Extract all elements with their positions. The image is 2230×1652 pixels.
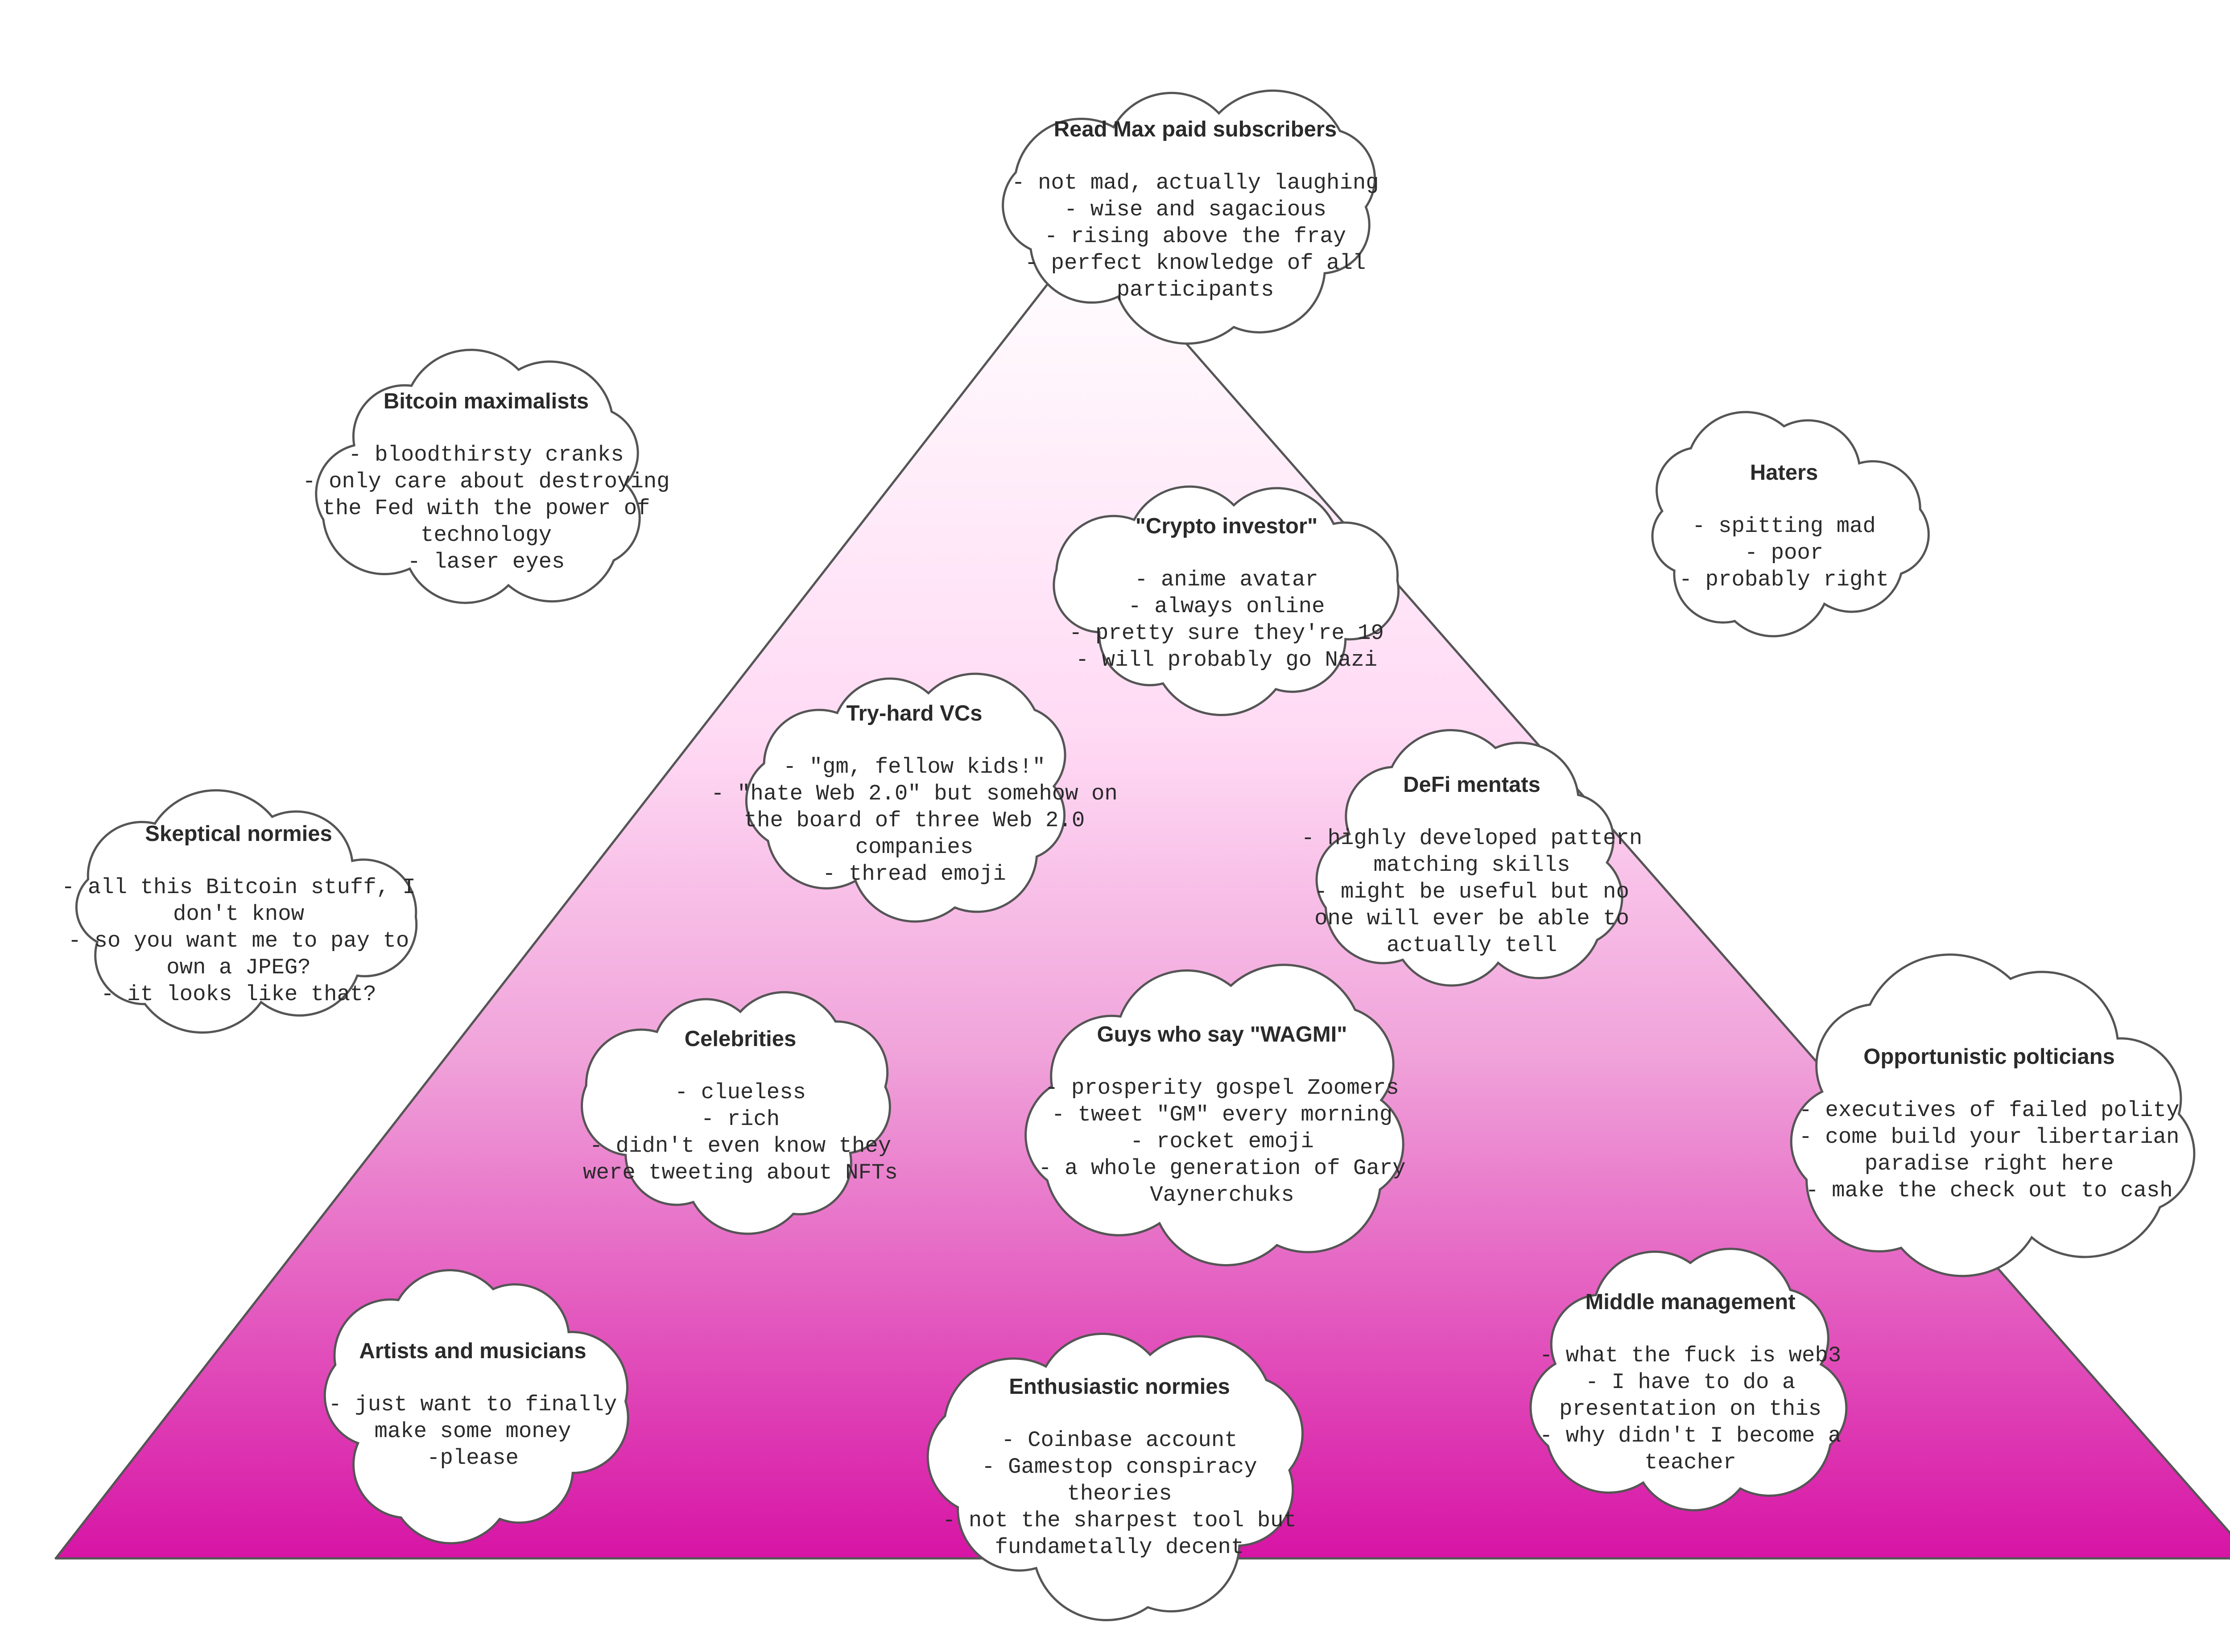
cloud-read-max xyxy=(1002,89,1376,345)
cloud-title: DeFi mentats xyxy=(1403,773,1540,797)
cloud-line: - rocket emoji xyxy=(1130,1129,1314,1154)
cloud-label-middle-management: Middle management - what the fuck is web3… xyxy=(1521,1289,1860,1476)
cloud-bitcoin-maximalists xyxy=(315,349,641,604)
cloud-label-bitcoin-maximalists: Bitcoin maximalists - bloodthirsty cranks… xyxy=(294,388,678,575)
cloud-opportunistic-politicians xyxy=(1790,953,2196,1277)
cloud-line: - didn't even know they were tweeting ab… xyxy=(583,1133,898,1185)
cloud-line: - not mad, actually laughing xyxy=(1012,170,1379,195)
cloud-line: - Gamestop conspiracy theories xyxy=(982,1454,1257,1506)
cloud-line: - anime avatar xyxy=(1135,567,1318,592)
cloud-line: - perfect knowledge of all participants xyxy=(1024,251,1366,302)
cloud-line: - all this Bitcoin stuff, I don't know xyxy=(62,875,416,927)
cloud-line: - why didn't I become a teacher xyxy=(1539,1423,1842,1475)
cloud-line: - rich xyxy=(701,1107,780,1132)
cloud-title: Skeptical normies xyxy=(145,822,332,846)
cloud-skeptical-normies xyxy=(75,789,418,1034)
cloud-line: - bloodthirsty cranks xyxy=(348,442,624,467)
cloud-line: - might be useful but no one will ever b… xyxy=(1314,879,1629,958)
cloud-line: - so you want me to pay to own a JPEG? xyxy=(68,928,409,980)
cloud-title: Celebrities xyxy=(684,1027,797,1051)
cloud-line: - probably right xyxy=(1679,567,1889,592)
cloud-label-haters: Haters - spitting mad- poor- probably rig… xyxy=(1646,459,1922,593)
cloud-crypto-investor xyxy=(1053,485,1400,717)
cloud-title: Guys who say "WAGMI" xyxy=(1097,1022,1347,1046)
cloud-label-try-hard-vcs: Try-hard VCs - "gm, fellow kids!"- "hate … xyxy=(700,700,1128,887)
cloud-title: "Crypto investor" xyxy=(1135,514,1318,538)
cloud-try-hard-vcs xyxy=(745,672,1066,923)
cloud-label-guys-wagmi: Guys who say "WAGMI" - prosperity gospel … xyxy=(1021,1021,1423,1208)
cloud-middle-management xyxy=(1529,1248,1848,1512)
cloud-haters xyxy=(1651,411,1930,638)
cloud-guys-wagmi xyxy=(1024,964,1404,1267)
cloud-line: - clueless xyxy=(674,1080,806,1105)
cloud-title: Read Max paid subscribers xyxy=(1053,117,1337,141)
cloud-line: - make the check out to cash xyxy=(1805,1178,2173,1203)
cloud-line: - highly developed pattern matching skil… xyxy=(1301,826,1643,877)
cloud-line: - prosperity gospel Zoomers xyxy=(1045,1075,1399,1100)
cloud-artists-musicians xyxy=(323,1269,629,1545)
cloud-line: - "gm, fellow kids!" xyxy=(783,754,1046,779)
cloud-line: - tweet "GM" every morning xyxy=(1051,1102,1393,1127)
cloud-line: - it looks like that? xyxy=(101,982,376,1007)
cloud-title: Enthusiastic normies xyxy=(1009,1375,1230,1399)
cloud-line: - always online xyxy=(1128,594,1325,619)
cloud-line: - not the sharpest tool but fundametally… xyxy=(942,1508,1297,1560)
cloud-label-crypto-investor: "Crypto investor" - anime avatar- always … xyxy=(1044,513,1409,673)
cloud-title: Artists and musicians xyxy=(359,1339,586,1363)
cloud-label-opportunistic-politicians: Opportunistic polticians - executives of … xyxy=(1766,1043,2212,1204)
cloud-title: Try-hard VCs xyxy=(846,701,983,725)
cloud-line: - only care about destroying the Fed wit… xyxy=(302,469,670,548)
cloud-line: - "hate Web 2.0" but somehow on the boar… xyxy=(711,781,1118,860)
cloud-label-celebrities: Celebrities - clueless- rich- didn't even… xyxy=(571,1026,910,1186)
cloud-line: - laser eyes xyxy=(407,549,565,574)
cloud-line: - pretty sure they're 19 xyxy=(1069,621,1384,646)
cloud-label-defi-mentats: DeFi mentats - highly developed pattern m… xyxy=(1289,771,1655,959)
cloud-defi-mentats xyxy=(1315,729,1623,987)
cloud-title: Haters xyxy=(1750,461,1818,485)
cloud-celebrities xyxy=(581,991,891,1235)
cloud-line: - come build your libertarian paradise r… xyxy=(1799,1125,2180,1176)
cloud-label-skeptical-normies: Skeptical normies - all this Bitcoin stuf… xyxy=(42,820,435,1008)
cloud-label-read-max: Read Max paid subscribers - not mad, actu… xyxy=(977,116,1414,303)
cloud-title: Opportunistic polticians xyxy=(1863,1045,2115,1069)
cloud-line: - wise and sagacious xyxy=(1064,197,1327,222)
cloud-line: - spitting mad xyxy=(1692,514,1876,539)
cloud-enthusiastic-normies xyxy=(926,1332,1304,1621)
cloud-label-artists-musicians: Artists and musicians - just want to fina… xyxy=(317,1338,629,1471)
cloud-line: - just want to finally make some money xyxy=(328,1392,617,1444)
cloud-line: - will probably go Nazi xyxy=(1075,647,1378,672)
cloud-line: - rising above the fray xyxy=(1044,224,1346,249)
cloud-line: - executives of failed polity xyxy=(1799,1098,2180,1123)
cloud-line: - Coinbase account xyxy=(1001,1428,1238,1453)
cloud-line: - thread emoji xyxy=(822,861,1006,886)
cloud-line: - what the fuck is web3 xyxy=(1539,1343,1842,1368)
cloud-line: -please xyxy=(427,1446,519,1471)
cloud-line: - I have to do a presentation on this xyxy=(1559,1370,1822,1421)
cloud-line: - a whole generation of Gary Vaynerchuks xyxy=(1038,1156,1406,1207)
cloud-title: Middle management xyxy=(1585,1290,1796,1314)
cloud-line: - poor xyxy=(1744,540,1824,565)
cloud-label-enthusiastic-normies: Enthusiastic normies- Coinbase account- … xyxy=(928,1373,1311,1561)
cloud-title: Bitcoin maximalists xyxy=(383,389,589,413)
